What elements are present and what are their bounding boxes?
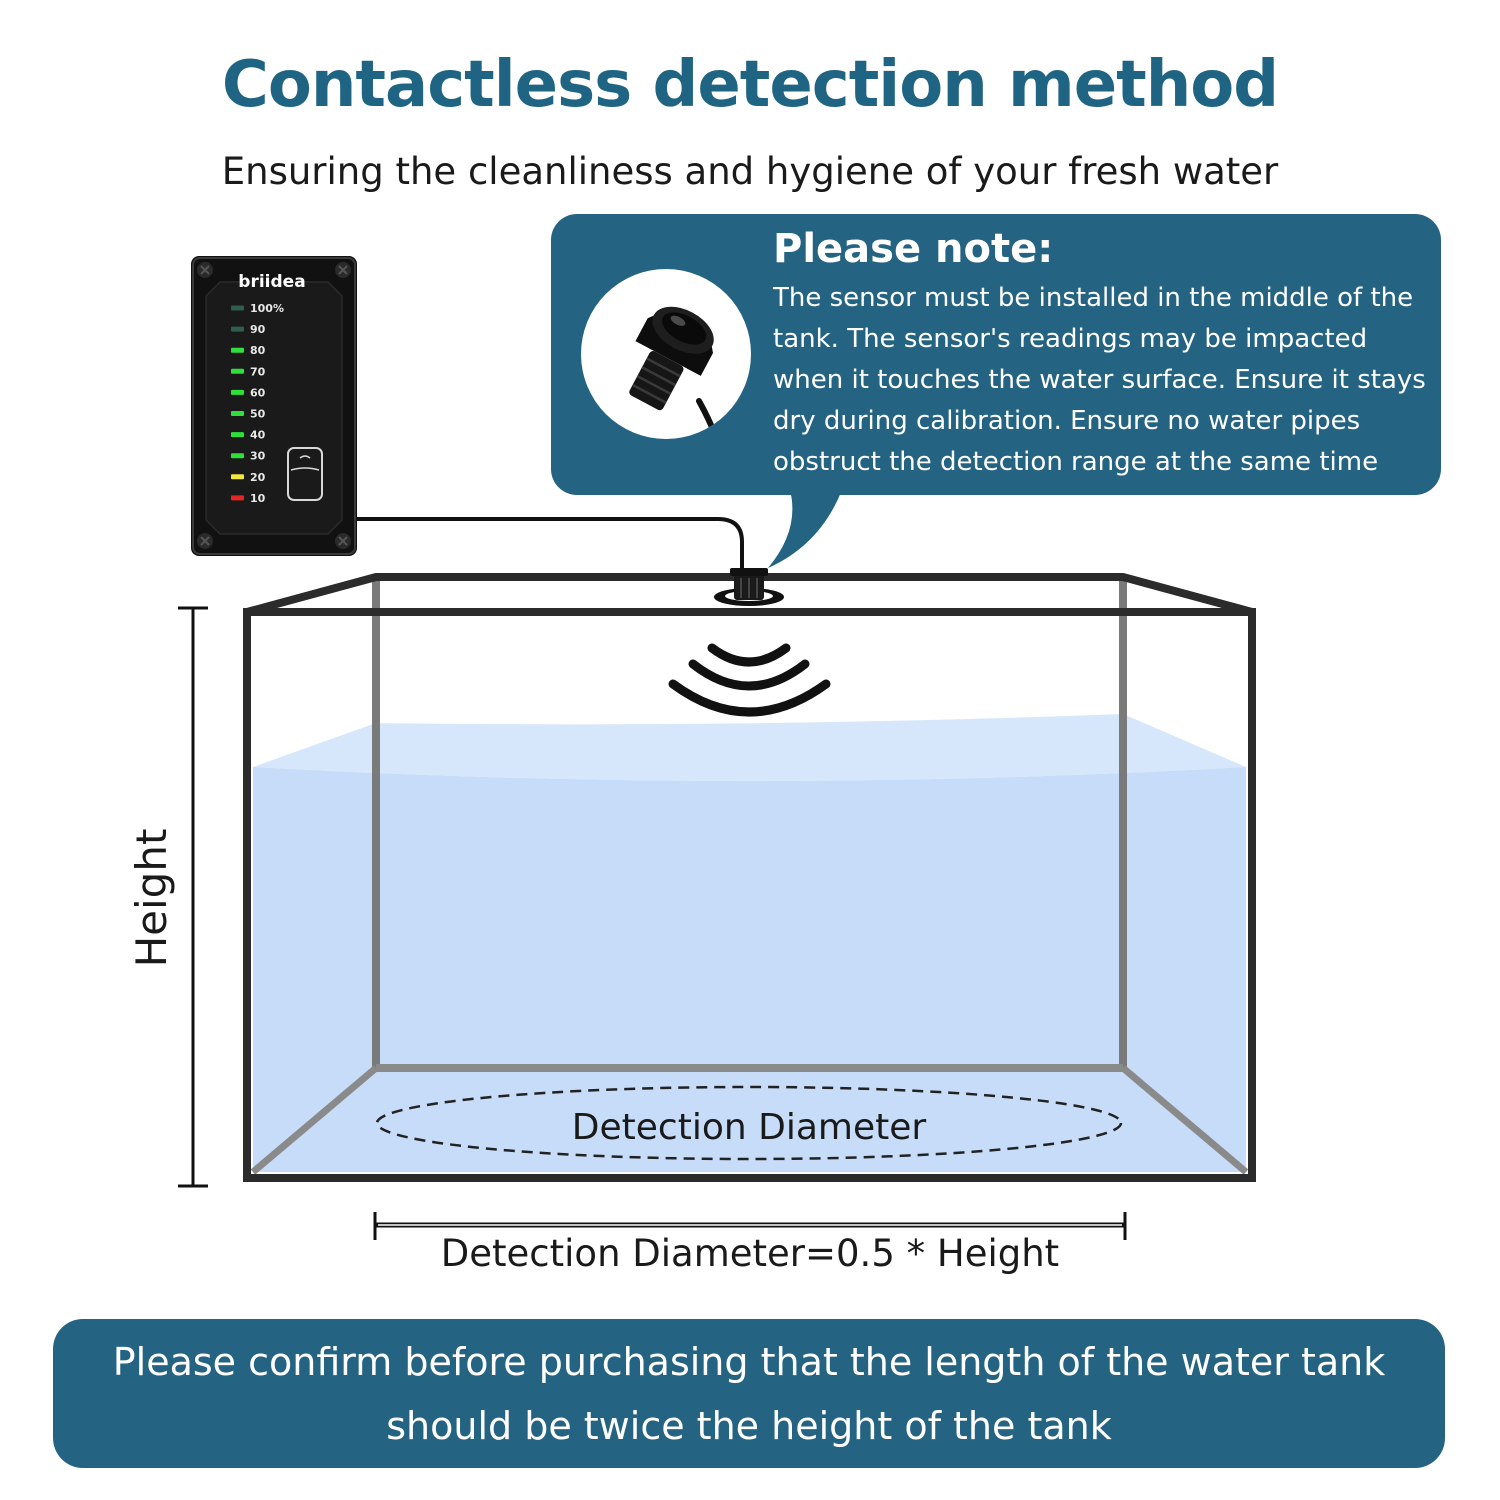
note-callout: Please note: The sensor must be installe… <box>551 214 1441 495</box>
level-led-label: 100% <box>250 302 284 315</box>
tank-floor-right-edge <box>1120 1065 1249 1175</box>
level-led-label: 20 <box>250 471 266 484</box>
wave-icon-inner <box>707 643 791 667</box>
level-led <box>231 368 244 374</box>
wave-icon-outer <box>668 679 831 717</box>
sensor-cable <box>357 517 744 572</box>
tank-floor-left-edge <box>250 1065 379 1175</box>
page-subtitle: Ensuring the cleanliness and hygiene of … <box>221 150 1279 193</box>
level-display-device: briidea 100% 90 80 70 60 50 40 30 20 10 <box>191 256 357 556</box>
note-title: Please note: <box>773 226 1054 272</box>
tank-front-frame <box>243 608 1256 1182</box>
level-led-label: 60 <box>250 386 266 399</box>
level-led <box>231 326 244 332</box>
screw-icon <box>197 262 213 278</box>
level-led-list: 100% 90 80 70 60 50 40 30 20 10 <box>231 302 284 505</box>
level-led-label: 30 <box>250 450 266 463</box>
level-led-label: 50 <box>250 408 266 421</box>
level-led-label: 40 <box>250 429 266 442</box>
level-led-label: 80 <box>250 344 266 357</box>
level-led <box>231 347 244 353</box>
height-label: Height <box>127 829 176 968</box>
level-led <box>231 453 244 459</box>
page-title: Contactless detection method <box>221 48 1279 122</box>
note-body: The sensor must be installed in the midd… <box>773 283 1426 477</box>
level-led-label: 70 <box>250 365 266 378</box>
screw-icon <box>335 533 351 549</box>
wave-icon-middle <box>688 659 810 691</box>
water-surface <box>253 714 1246 781</box>
level-led <box>231 305 244 311</box>
screw-icon <box>197 533 213 549</box>
level-led <box>231 432 244 438</box>
level-led-label: 10 <box>250 492 266 505</box>
footer-banner: Please confirm before purchasing that th… <box>53 1319 1445 1468</box>
level-led <box>231 495 244 501</box>
tank-outline-icon <box>287 447 323 501</box>
display-brand-logo: briidea <box>238 272 305 292</box>
level-led <box>231 474 244 480</box>
footer-text: Please confirm before purchasing that th… <box>112 1339 1386 1448</box>
level-led-label: 90 <box>250 323 266 336</box>
note-bubble-tail <box>768 490 842 568</box>
level-led <box>231 411 244 416</box>
sensor-photo <box>581 269 751 439</box>
detection-diameter-label: Detection Diameter <box>572 1107 927 1148</box>
tank-sensor-icon <box>714 568 784 606</box>
screw-icon <box>335 262 351 278</box>
detection-formula: Detection Diameter=0.5 * Height <box>440 1232 1060 1275</box>
level-led <box>231 389 244 395</box>
ultrasonic-sensor-icon <box>629 306 719 439</box>
detection-ellipse <box>375 1085 1123 1161</box>
